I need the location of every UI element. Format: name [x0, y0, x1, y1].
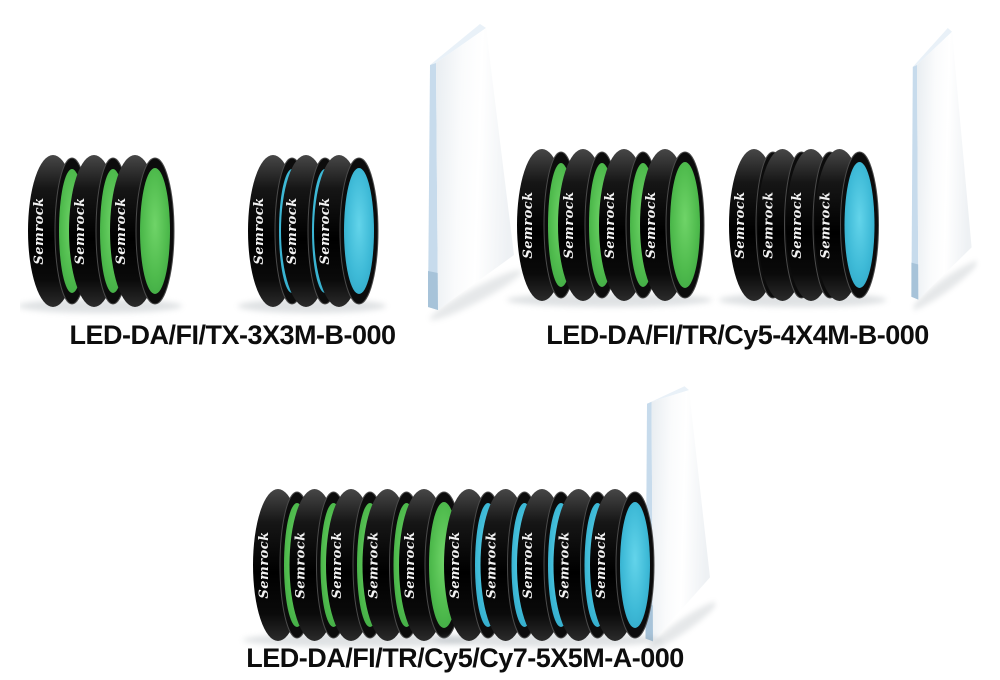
brand-mark-text: Semrock [485, 531, 500, 598]
brand-mark-text: Semrock [252, 197, 267, 264]
filter-set-2-art: Semrock Semrock Semrock Semrock Semrock … [507, 27, 978, 310]
brand-mark-text: Semrock [403, 531, 418, 598]
filter-set-1-art: Semrock Semrock Semrock Semrock Semrock … [20, 24, 523, 321]
brand-mark-text: Semrock [562, 191, 577, 258]
filter-glass [140, 168, 170, 294]
brand-mark-text: Semrock [367, 531, 382, 598]
brand-mark-text: Semrock [294, 531, 309, 598]
blue-optical-filter: Semrock [814, 149, 879, 301]
brand-mark-text: Semrock [819, 191, 834, 258]
plate-left-edge-accent [428, 271, 438, 310]
brand-mark-text: Semrock [733, 191, 748, 258]
plate-face [917, 31, 972, 300]
brand-mark-text: Semrock [521, 191, 536, 258]
plate-shadow [646, 602, 717, 652]
brand-mark-text: Semrock [448, 531, 463, 598]
filter-glass [620, 502, 650, 628]
plate-face [436, 28, 514, 310]
brand-mark-text: Semrock [318, 197, 333, 264]
filter-set-1-label: LED-DA/FI/TX-3X3M-B-000 [69, 320, 396, 350]
plate-top-edge [430, 24, 486, 65]
plate-top-edge [912, 27, 952, 67]
filter-glass [344, 168, 374, 294]
brand-mark-text: Semrock [285, 197, 300, 264]
filter-glass [844, 162, 875, 288]
brand-mark-text: Semrock [594, 531, 609, 598]
plate-shadow [912, 261, 978, 310]
filter-glass [670, 162, 700, 288]
green-optical-filter: Semrock [640, 149, 705, 301]
filter-set-3-label: LED-DA/FI/TR/Cy5/Cy7-5X5M-A-000 [246, 643, 684, 673]
plate-shadow [429, 269, 523, 321]
brand-mark-text: Semrock [762, 191, 777, 258]
plate-left-edge-accent [911, 262, 919, 300]
filter-set-3-art: Semrock Semrock Semrock Semrock Semrock … [243, 386, 717, 652]
blue-optical-filter: Semrock [590, 489, 655, 641]
brand-mark-text: Semrock [790, 191, 805, 258]
brand-mark-text: Semrock [558, 531, 573, 598]
green-optical-filter: Semrock [110, 155, 175, 307]
dichroic-plate [428, 24, 523, 321]
plate-face [651, 390, 710, 642]
brand-mark-text: Semrock [114, 197, 129, 264]
blue-optical-filter: Semrock [314, 155, 379, 307]
brand-mark-text: Semrock [521, 531, 536, 598]
brand-mark-text: Semrock [644, 191, 659, 258]
brand-mark-text: Semrock [330, 531, 345, 598]
brand-mark-text: Semrock [603, 191, 618, 258]
plate-top-edge [647, 386, 689, 404]
plate-left-edge [911, 65, 919, 300]
filter-set-2-label: LED-DA/FI/TR/Cy5-4X4M-B-000 [546, 320, 929, 350]
dichroic-plate [911, 27, 978, 310]
brand-mark-text: Semrock [32, 197, 47, 264]
brand-mark-text: Semrock [73, 197, 88, 264]
brand-mark-text: Semrock [257, 531, 272, 598]
dichroic-plate [645, 386, 717, 652]
plate-left-edge [428, 63, 438, 310]
